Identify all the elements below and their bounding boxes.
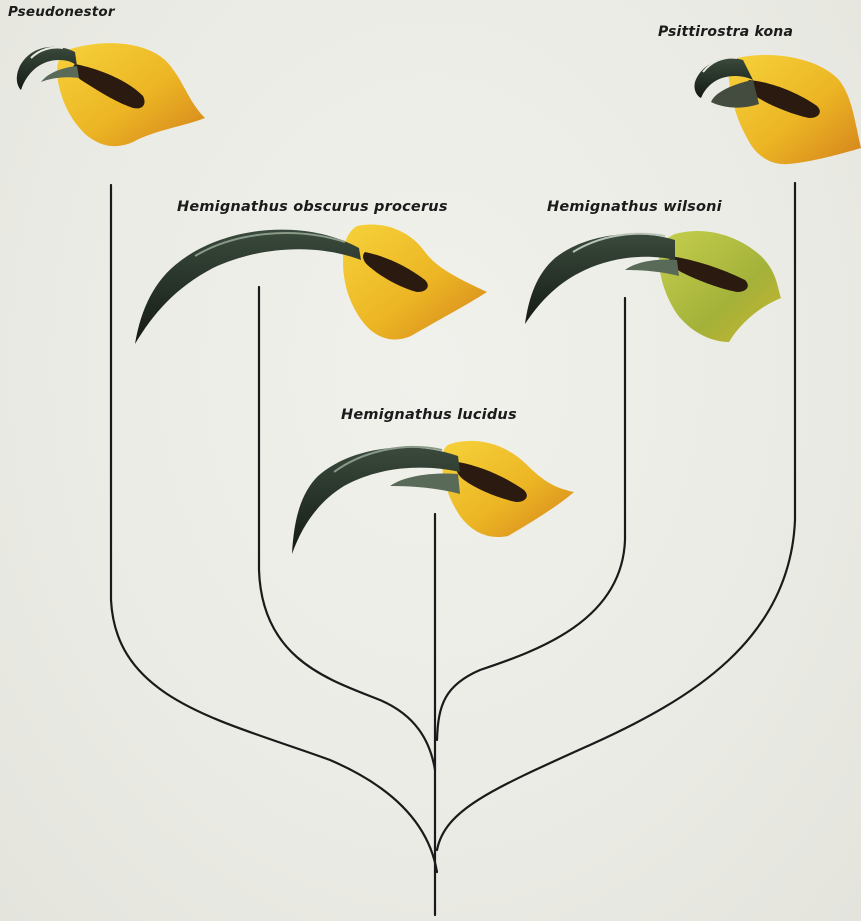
branch-obscurus: [259, 287, 435, 770]
head-pseudonestor: [17, 43, 205, 146]
taxon-label-pseudonestor: Pseudonestor: [8, 4, 115, 20]
taxon-label-hemignathus-obscurus-procerus: Hemignathus obscurus procerus: [177, 199, 448, 215]
taxon-label-psittirostra-kona: Psittirostra kona: [658, 24, 793, 40]
head-obscurus: [135, 224, 487, 344]
head-lucidus-lower-mandible: [390, 474, 460, 495]
head-wilsoni: [525, 231, 781, 342]
head-lucidus: [292, 441, 574, 554]
taxon-label-hemignathus-lucidus: Hemignathus lucidus: [341, 407, 517, 423]
head-wilsoni-lower-mandible: [625, 259, 679, 276]
head-obscurus-bill: [135, 230, 361, 344]
head-wilsoni-bill: [525, 234, 675, 324]
head-psittirostra: [694, 55, 861, 164]
taxon-label-hemignathus-wilsoni: Hemignathus wilsoni: [547, 199, 722, 215]
